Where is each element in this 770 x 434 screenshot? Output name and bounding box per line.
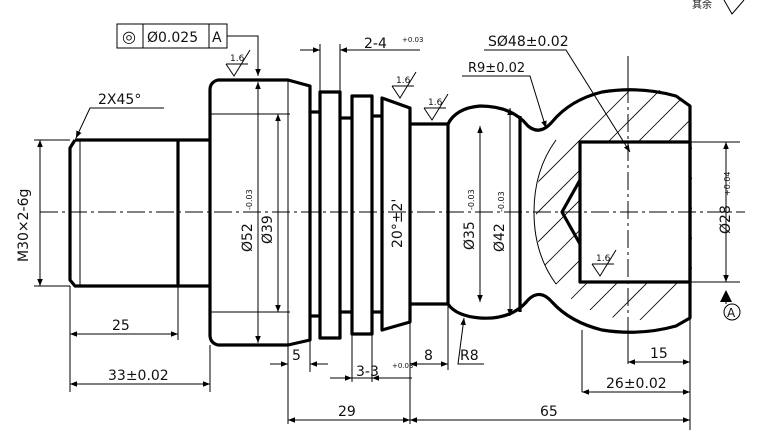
groove-spec: 2-4	[364, 36, 387, 52]
dim-29: 29	[338, 404, 356, 420]
corner-roughness-symbol	[723, 0, 745, 15]
groove-width-tol: +0.03	[392, 362, 413, 370]
datum-a-marker: A	[720, 290, 741, 321]
tolerance-frame: ◎ Ø0.025 A	[116, 23, 261, 76]
thread-dimension: M30×2-6g	[16, 139, 70, 287]
roughness-1: 1.6	[230, 54, 245, 64]
r9-label: R9±0.02	[468, 61, 525, 76]
tolerance-datum: A	[212, 30, 222, 46]
d35-label: Ø35	[462, 221, 478, 250]
d39-label: Ø39	[260, 215, 276, 244]
roughness-3: 1.6	[428, 98, 443, 108]
dim-5: 5	[292, 348, 301, 364]
tolerance-value: Ø0.025	[147, 30, 198, 46]
dim-25: 25	[112, 318, 130, 334]
tolerance-symbol: ◎	[122, 27, 136, 46]
d42-label: Ø42	[492, 223, 508, 252]
roughness-symbols: 1.6 1.6 1.6 1.6	[225, 49, 617, 277]
sphere-label: SØ48±0.02	[488, 34, 569, 50]
d28-tol: +0.04	[723, 171, 732, 196]
chamfer-callout: 2X45°	[75, 92, 164, 139]
dim-15: 15	[650, 346, 668, 362]
d52-tol: -0.03	[245, 189, 254, 210]
thread-label: M30×2-6g	[16, 189, 32, 262]
datum-a-label: A	[727, 306, 736, 320]
dim-26: 26±0.02	[606, 376, 667, 392]
dim-33: 33±0.02	[108, 368, 169, 384]
diameter-dimensions: Ø52 -0.03 Ø39 20°±2' Ø35 -0.03 Ø42 -0.03…	[210, 82, 740, 343]
r8-label: R8	[460, 348, 479, 364]
chamfer-label: 2X45°	[98, 92, 141, 108]
hatch-lines	[536, 88, 692, 320]
groove-width-spec: 3-3	[356, 364, 379, 380]
groove-tol: +0.03	[402, 36, 423, 44]
dim-65: 65	[540, 404, 558, 420]
roughness-2: 1.6	[396, 76, 411, 86]
d52-label: Ø52	[240, 223, 256, 252]
d28-label: Ø28	[718, 205, 734, 234]
d42-tol: -0.03	[497, 191, 506, 212]
top-dimensions: 2-4 +0.03 SØ48±0.02 R9±0.02	[300, 34, 631, 153]
taper-label: 20°±2'	[390, 199, 406, 248]
corner-note: 其余	[692, 0, 712, 11]
bottom-dimensions: 25 33±0.02 5 3-3 +0.03 8 R8 15 26±0.02 2…	[69, 286, 691, 430]
roughness-4: 1.6	[596, 254, 611, 264]
d35-tol: -0.03	[467, 189, 476, 210]
dim-8: 8	[424, 348, 433, 364]
